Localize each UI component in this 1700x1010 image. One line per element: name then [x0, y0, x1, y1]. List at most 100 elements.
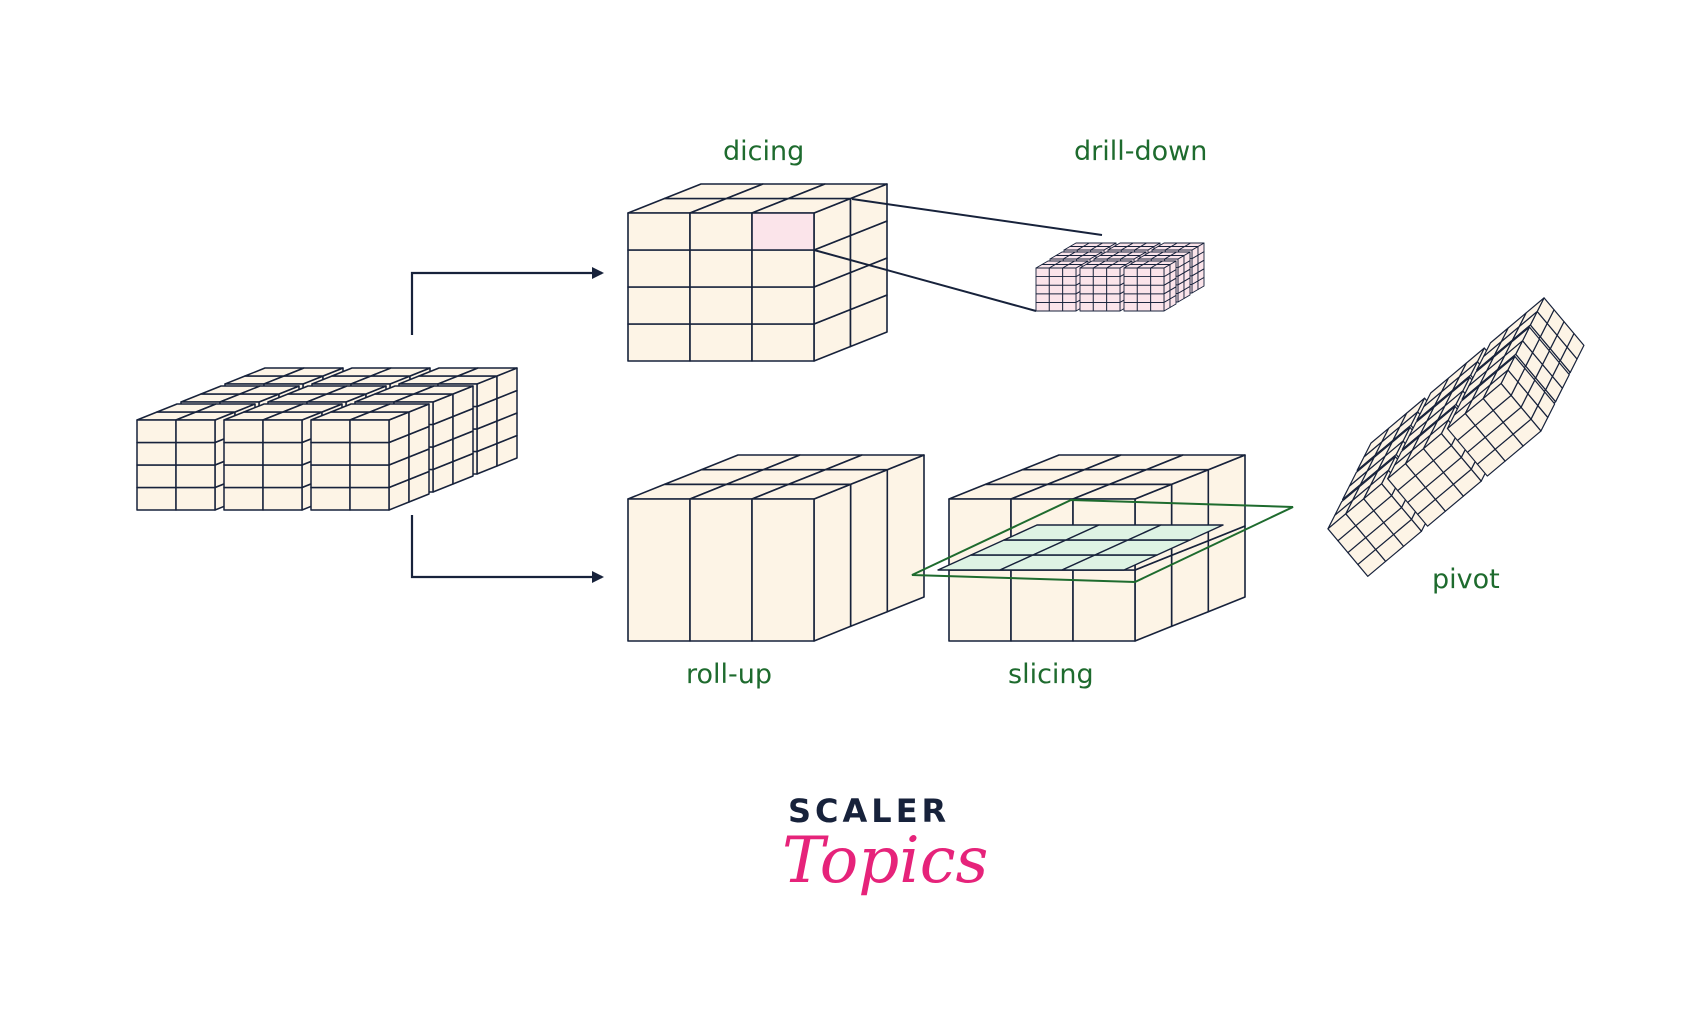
- cube-cell-top: [1384, 426, 1411, 457]
- cube-cell-top: [1399, 397, 1426, 428]
- logo-wordmark-topics: Topics: [782, 824, 988, 898]
- pivot-cube: [1327, 297, 1585, 577]
- cube-cell-front: [1079, 301, 1094, 312]
- cube-cell-front: [1150, 276, 1165, 286]
- drill-down-connectors: [813, 198, 1103, 312]
- cube-cell-highlight: [751, 212, 815, 251]
- cube-cell-top: [1504, 326, 1531, 357]
- cube-cell-front: [136, 441, 177, 466]
- cube-cell-top: [370, 367, 431, 377]
- cube-cell-top: [1156, 260, 1177, 265]
- cube-cell-front: [223, 419, 264, 444]
- cube-cell-top: [326, 385, 387, 395]
- cube-cell-front: [1092, 284, 1108, 295]
- cube-cell-top: [787, 183, 888, 200]
- slicing-label: slicing: [1008, 659, 1094, 690]
- cube-cell-top: [1068, 260, 1089, 265]
- cube-cell-front: [1136, 276, 1152, 286]
- cube-cell-front: [751, 249, 815, 288]
- cube-cell-top: [1489, 355, 1516, 386]
- cube-cell-top: [1429, 405, 1456, 436]
- cube-cell-top: [1145, 454, 1246, 471]
- cube-cell-front: [1123, 284, 1138, 295]
- cube-cell-front: [1150, 267, 1165, 278]
- cube-cell-front: [751, 498, 815, 642]
- cube-cell-front: [1136, 301, 1152, 312]
- cube-cell-front: [751, 286, 815, 325]
- cube-cell-front: [1092, 293, 1108, 303]
- cube-cell-front: [1048, 267, 1064, 278]
- cube-cell-top: [1082, 251, 1103, 256]
- cube-cell-front: [175, 441, 216, 466]
- cube-cell-front: [689, 212, 753, 251]
- cube-cell-front: [1035, 284, 1050, 295]
- cube-cell-front: [349, 486, 390, 511]
- cube-cell-front: [948, 569, 1012, 642]
- cube-cell-side: [849, 468, 889, 628]
- cube-cell-front: [1092, 276, 1108, 286]
- cube-cell-top: [824, 454, 925, 471]
- cube-cell-top: [1170, 251, 1191, 256]
- cube-cell-top: [1184, 242, 1205, 247]
- cube-cell-top: [457, 367, 518, 377]
- roll-up-label: roll-up: [686, 659, 772, 690]
- cube-cell-front: [262, 464, 303, 489]
- cube-cell-front: [1079, 293, 1094, 303]
- slicing-cube: [911, 454, 1294, 642]
- cube-cell-front: [223, 464, 264, 489]
- cube-cell-front: [1092, 267, 1108, 278]
- cube-cell-front: [310, 486, 351, 511]
- drill-down-connector-line: [813, 249, 1037, 312]
- cube-cell-top: [1112, 260, 1133, 265]
- cube-cell-front: [1363, 483, 1393, 512]
- cube-cell-top: [369, 403, 430, 413]
- cube-cell-front: [175, 419, 216, 444]
- cube-cell-front: [175, 486, 216, 511]
- drill-down-cube: [1035, 242, 1205, 312]
- cube-cell-front: [310, 441, 351, 466]
- cube-cell-front: [175, 464, 216, 489]
- cube-cell-front: [1048, 301, 1064, 312]
- cube-cell-top: [239, 385, 300, 395]
- cube-cell-front: [136, 486, 177, 511]
- cube-cell-front: [689, 498, 753, 642]
- pivot-label: pivot: [1432, 564, 1500, 595]
- cube-cell-front: [689, 286, 753, 325]
- cube-cell-front: [1079, 276, 1094, 286]
- cube-cell-front: [310, 464, 351, 489]
- cube-cell-front: [1079, 284, 1094, 295]
- cube-cell-front: [1106, 293, 1121, 303]
- cube-cell-front: [1106, 284, 1121, 295]
- cube-cell-front: [349, 419, 390, 444]
- cube-cell-front: [1062, 276, 1077, 286]
- cube-cell-front: [223, 441, 264, 466]
- cube-cell-front: [1035, 293, 1050, 303]
- cube-cell-front: [1106, 267, 1121, 278]
- cube-cell-front: [1136, 293, 1152, 303]
- dicing-label: dicing: [723, 136, 804, 167]
- cube-cell-front: [627, 286, 691, 325]
- cube-cell-front: [1062, 293, 1077, 303]
- cube-cell-front: [1150, 284, 1165, 295]
- slice-cell: [1127, 524, 1224, 541]
- cube-cell-front: [1106, 276, 1121, 286]
- cube-cell-front: [1123, 276, 1138, 286]
- cube-cell-front: [1482, 382, 1512, 411]
- cube-cell-front: [349, 464, 390, 489]
- cube-cell-front: [1035, 267, 1050, 278]
- drill-down-label: drill-down: [1074, 136, 1207, 167]
- cube-cell-front: [1048, 276, 1064, 286]
- cube-cell-top: [195, 403, 256, 413]
- cube-cell-front: [223, 486, 264, 511]
- cube-cell-front: [136, 464, 177, 489]
- cube-cell-front: [136, 419, 177, 444]
- cube-cell-front: [751, 323, 815, 362]
- drill-down-connector-line: [851, 198, 1103, 236]
- cube-cell-front: [1150, 293, 1165, 303]
- cube-cell-front: [310, 419, 351, 444]
- cube-cell-top: [282, 403, 343, 413]
- cube-cell-front: [627, 212, 691, 251]
- cube-cell-front: [349, 441, 390, 466]
- cube-cell-front: [1079, 267, 1094, 278]
